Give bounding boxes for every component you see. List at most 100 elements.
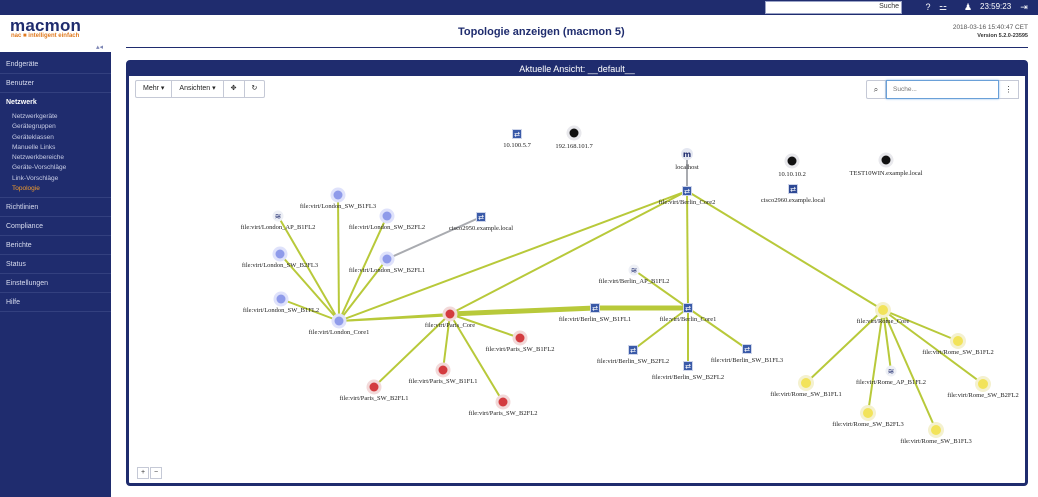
network-icon[interactable]: ⚍	[938, 2, 948, 12]
topology-node[interactable]: file:virt/Rome_SW_B2FL3	[832, 405, 904, 428]
topology-node[interactable]: ⇄ file:virt/Berlin_SW_B2FL2	[597, 345, 669, 366]
views-dropdown-button[interactable]: Ansichten ▾	[172, 81, 224, 97]
sidebar-item-netzwerk[interactable]: Netzwerk	[6, 99, 37, 106]
topology-link[interactable]	[882, 309, 984, 385]
help-icon[interactable]: ?	[925, 2, 931, 12]
topology-link[interactable]	[449, 190, 688, 315]
node-label: file:virt/Berlin_SW_B2FL2	[597, 358, 669, 365]
topology-link[interactable]	[867, 309, 884, 414]
options-menu-icon[interactable]: ⋮	[999, 80, 1019, 99]
topology-link[interactable]	[338, 258, 388, 322]
sidebar-subitem-netzwerkbereiche[interactable]: Netzwerkbereiche	[12, 154, 65, 162]
logo[interactable]: macmon nac ■ intelligent einfach ▴◂	[0, 15, 111, 52]
refresh-icon[interactable]: ↻	[251, 85, 258, 92]
topology-link[interactable]	[449, 313, 521, 339]
topology-link[interactable]	[373, 313, 451, 388]
topology-link[interactable]	[882, 309, 937, 431]
topology-node[interactable]: file:virt/Paris_SW_B2FL2	[469, 394, 538, 418]
topology-link[interactable]	[449, 313, 504, 403]
topology-link[interactable]	[632, 307, 689, 351]
topology-link[interactable]	[337, 194, 340, 322]
topology-node[interactable]: ⇄file:virt/Berlin_SW_B2FL2	[652, 361, 724, 382]
zoom-out-icon[interactable]: −	[150, 467, 162, 479]
topology-node[interactable]: ⇄10.100.5.7	[503, 129, 532, 150]
topology-node[interactable]: file:virt/Paris_SW_B1FL2	[486, 330, 555, 354]
topology-node[interactable]: TEST10WIN.example.local	[850, 152, 923, 178]
topology-link[interactable]	[449, 305, 596, 317]
topology-node[interactable]: file:virt/Paris_SW_B1FL1	[409, 362, 478, 386]
collapse-sidebar-icon[interactable]: ▴◂	[96, 44, 104, 51]
topology-link[interactable]	[386, 216, 482, 260]
sidebar-subitem-netzwerkgeraete[interactable]: Netzwerkgeräte	[12, 113, 58, 120]
topology-node[interactable]: file:virt/Paris_Core	[425, 306, 475, 330]
topology-link[interactable]	[280, 298, 340, 322]
topology-node[interactable]: file:virt/London_SW_B2FL1	[349, 251, 425, 275]
sidebar: macmon nac ■ intelligent einfach ▴◂ Endg…	[0, 15, 111, 497]
topology-node[interactable]: file:virt/London_SW_B1FL2	[243, 291, 319, 315]
node-label: cisco2950.example.local	[449, 225, 513, 232]
topology-link[interactable]	[686, 190, 689, 309]
sidebar-subitem-topologie[interactable]: Topologie	[12, 185, 40, 193]
svg-text:⇄: ⇄	[630, 347, 636, 355]
topology-node[interactable]: ⇄cisco2960.example.local	[761, 184, 825, 205]
topology-node[interactable]: 10.10.10.2	[778, 153, 806, 179]
node-label: file:virt/Berlin_Core1	[660, 316, 717, 323]
topology-node[interactable]: file:virt/Rome_SW_B1FL2	[922, 333, 994, 356]
user-icon[interactable]: ♟	[963, 2, 973, 12]
sidebar-subitem-manuelle-links[interactable]: Manuelle Links	[12, 143, 56, 151]
topology-link[interactable]	[633, 269, 689, 309]
topology-search-input[interactable]	[886, 80, 999, 99]
global-search-input[interactable]: Suche	[765, 1, 902, 14]
topology-node[interactable]: file:virt/Rome_Core	[857, 302, 910, 325]
topology-link[interactable]	[882, 309, 892, 372]
node-label: file:virt/London_SW_B1FL3	[300, 203, 376, 210]
topology-node[interactable]: file:virt/London_SW_B2FL3	[242, 246, 318, 270]
topology-link[interactable]	[805, 309, 884, 384]
topology-link[interactable]	[687, 307, 748, 350]
header-divider	[126, 47, 1028, 48]
topology-link[interactable]	[882, 309, 959, 342]
sidebar-subitem-geraetegruppen[interactable]: Gerätegruppen	[12, 123, 56, 131]
sidebar-subitem-geraeteklassen[interactable]: Geräteklassen	[12, 133, 54, 141]
sidebar-item-richtlinien[interactable]: Richtlinien	[0, 198, 111, 218]
topology-link[interactable]	[279, 253, 340, 322]
topology-link[interactable]	[277, 215, 340, 322]
more-dropdown-button[interactable]: Mehr ▾	[136, 81, 173, 97]
topology-node[interactable]: file:virt/Rome_SW_B1FL3	[900, 422, 972, 445]
topology-node[interactable]: file:virt/London_Core1	[309, 313, 370, 337]
sidebar-item-compliance[interactable]: Compliance	[0, 217, 111, 237]
topology-node[interactable]: ⇄file:virt/Berlin_SW_B1FL1	[559, 303, 631, 324]
logout-icon[interactable]: ⇥	[1020, 2, 1028, 12]
search-icon[interactable]: ⌕	[866, 80, 886, 99]
sidebar-item-berichte[interactable]: Berichte	[0, 236, 111, 256]
sidebar-subitem-geraete-vorschlaege[interactable]: Geräte-Vorschläge	[12, 164, 67, 172]
topology-node[interactable]: file:virt/Paris_SW_B2FL1	[340, 379, 409, 403]
topology-node[interactable]: file:virt/Rome_SW_B1FL1	[770, 375, 842, 398]
topology-node[interactable]: file:virt/London_SW_B1FL3	[300, 187, 376, 211]
sidebar-subitem-link-vorschlaege[interactable]: Link-Vorschläge	[12, 174, 59, 182]
topology-node[interactable]: file:virt/Rome_SW_B2FL2	[947, 376, 1019, 399]
topology-node[interactable]: ⇄cisco2950.example.local	[449, 212, 513, 233]
topology-node[interactable]: 192.168.101.7	[555, 125, 593, 151]
topology-node[interactable]: ⇄file:virt/Berlin_Core1	[660, 303, 717, 324]
topology-node[interactable]: ≋file:virt/Rome_AP_B1FL2	[856, 365, 926, 387]
topology-link[interactable]	[338, 190, 688, 322]
topology-node[interactable]: ⇄file:virt/Berlin_SW_B1FL3	[711, 344, 783, 365]
node-label: 10.10.10.2	[778, 171, 806, 178]
topology-link[interactable]	[686, 190, 884, 311]
sidebar-item-einstellungen[interactable]: Einstellungen	[0, 274, 111, 294]
topology-link[interactable]	[338, 215, 388, 322]
sidebar-item-endgeraete[interactable]: Endgeräte	[0, 55, 111, 74]
sidebar-item-benutzer[interactable]: Benutzer	[0, 74, 111, 93]
zoom-in-icon[interactable]: +	[137, 467, 149, 479]
topology-node[interactable]: file:virt/London_SW_B2FL2	[349, 208, 425, 232]
topology-link[interactable]	[442, 313, 451, 371]
sidebar-item-status[interactable]: Status	[0, 255, 111, 275]
topology-node[interactable]: ≋file:virt/London_AP_B1FL2	[241, 210, 316, 232]
topology-node[interactable]: ≋file:virt/Berlin_AP_B1FL2	[599, 264, 670, 286]
topology-node[interactable]: ⇄file:virt/Berlin_Core2	[659, 186, 716, 207]
sidebar-item-hilfe[interactable]: Hilfe	[0, 293, 111, 313]
move-icon[interactable]: ✥	[224, 81, 245, 97]
